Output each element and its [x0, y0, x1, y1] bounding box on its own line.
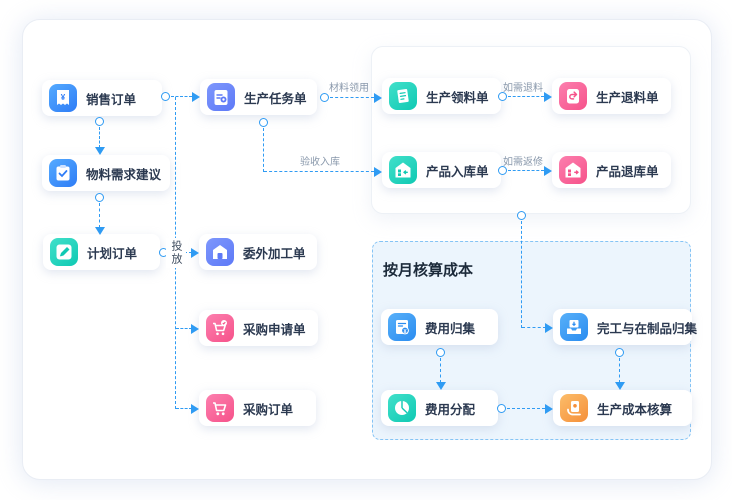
document-icon [389, 82, 417, 110]
connector-dot [498, 92, 507, 101]
node-label: 计划订单 [87, 246, 138, 261]
node-label: 生产任务单 [244, 91, 307, 106]
node-plan-order[interactable]: 计划订单 [43, 234, 160, 270]
connector-warehouse-to-wip [521, 221, 522, 328]
node-production-cost[interactable]: 生产成本核算 [553, 390, 692, 426]
connector-dot [436, 348, 445, 357]
node-sales-order[interactable]: ¥ 销售订单 [42, 80, 162, 116]
node-label: 费用归集 [425, 321, 476, 336]
connector-dot [497, 404, 506, 413]
edge-label-inspection-inbound: 验收入库 [300, 157, 340, 168]
node-outsourcing[interactable]: 委外加工单 [199, 234, 317, 270]
connector-dot [95, 193, 104, 202]
connector-task-to-picking [330, 97, 374, 98]
connector-task-to-inbound [264, 171, 374, 172]
connector-dot [498, 166, 507, 175]
clipboard-check-icon [49, 159, 77, 187]
factory-icon [206, 238, 234, 266]
node-production-picking[interactable]: 生产领料单 [382, 78, 501, 114]
arrow-icon [436, 382, 446, 390]
node-material-requirement[interactable]: 物料需求建议 [42, 155, 170, 191]
connector-dot [161, 92, 170, 101]
connector-trunk-to-purchase-order [176, 408, 192, 409]
connector-expense-to-alloc [440, 358, 441, 383]
connector-task-down [263, 128, 264, 172]
node-label: 采购申请单 [243, 322, 306, 337]
node-expense-collection[interactable]: ¥ 费用归集 [381, 309, 498, 345]
arrow-icon [374, 167, 382, 177]
node-label: 完工与在制品归集 [597, 321, 698, 336]
connector-inbound-to-outbound [508, 170, 544, 171]
arrow-icon [191, 248, 199, 258]
clipboard-gear-icon [207, 83, 235, 111]
arrow-icon [95, 147, 105, 155]
node-label: 采购订单 [243, 402, 294, 417]
receipt-icon: ¥ [49, 84, 77, 112]
connector-dot [320, 93, 329, 102]
connector-dot [95, 117, 104, 126]
node-product-inbound[interactable]: 产品入库单 [382, 152, 501, 188]
arrow-icon [191, 404, 199, 414]
node-label: 销售订单 [86, 92, 137, 107]
arrow-icon [374, 93, 382, 103]
connector-sales-to-task [171, 96, 192, 97]
arrow-icon [615, 382, 625, 390]
node-wip-collection[interactable]: 完工与在制品归集 [553, 309, 697, 345]
svg-text:¥: ¥ [61, 93, 66, 102]
connector-dot [517, 211, 526, 220]
connector-alloc-to-cost [507, 408, 545, 409]
arrow-icon [545, 323, 553, 333]
inbox-icon [560, 313, 588, 341]
node-purchase-order[interactable]: 采购订单 [199, 390, 316, 426]
return-icon [559, 82, 587, 110]
pencil-icon [50, 238, 78, 266]
node-production-return[interactable]: 生产退料单 [552, 78, 671, 114]
arrow-icon [191, 324, 199, 334]
node-purchase-request[interactable]: 采购申请单 [199, 310, 318, 346]
svg-text:¥: ¥ [403, 329, 407, 335]
connector-sales-to-mrp [99, 127, 100, 148]
connector-dot [615, 348, 624, 357]
connector-mrp-to-plan [99, 203, 100, 228]
connector-elbow-to-wip [522, 327, 546, 328]
cart-check-icon [206, 314, 234, 342]
warehouse-out-icon [559, 156, 587, 184]
node-label: 生产退料单 [596, 90, 659, 105]
edge-label-release: 投放 [166, 238, 186, 268]
edge-label-repair-return: 如需返修 [503, 157, 543, 168]
node-label: 产品入库单 [426, 164, 489, 179]
node-label: 委外加工单 [243, 246, 306, 261]
warehouse-in-icon [389, 156, 417, 184]
node-production-task[interactable]: 生产任务单 [200, 79, 317, 115]
connector-dot [259, 118, 268, 127]
monthly-cost-group-title: 按月核算成本 [383, 262, 474, 279]
arrow-icon [544, 92, 552, 102]
node-label: 生产领料单 [426, 90, 489, 105]
node-label: 产品退库单 [596, 164, 659, 179]
expense-doc-icon: ¥ [388, 313, 416, 341]
edge-label-material-issue: 材料领用 [329, 83, 369, 94]
connector-trunk-to-purchase-request [176, 328, 192, 329]
edge-label-return-material: 如需退料 [503, 83, 543, 94]
connector-picking-to-return [508, 96, 544, 97]
node-expense-allocation[interactable]: 费用分配 [381, 390, 498, 426]
arrow-icon [192, 92, 200, 102]
arrow-icon [545, 404, 553, 414]
node-label: 生产成本核算 [597, 402, 673, 417]
warehouse-group-box [371, 46, 691, 214]
node-label: 费用分配 [425, 402, 476, 417]
cart-icon [206, 394, 234, 422]
pie-chart-icon [388, 394, 416, 422]
arrow-icon [544, 166, 552, 176]
connector-wip-to-cost [619, 358, 620, 383]
node-product-outbound[interactable]: 产品退库单 [552, 152, 671, 188]
cost-doc-icon [560, 394, 588, 422]
arrow-icon [95, 227, 105, 235]
node-label: 物料需求建议 [86, 167, 162, 182]
